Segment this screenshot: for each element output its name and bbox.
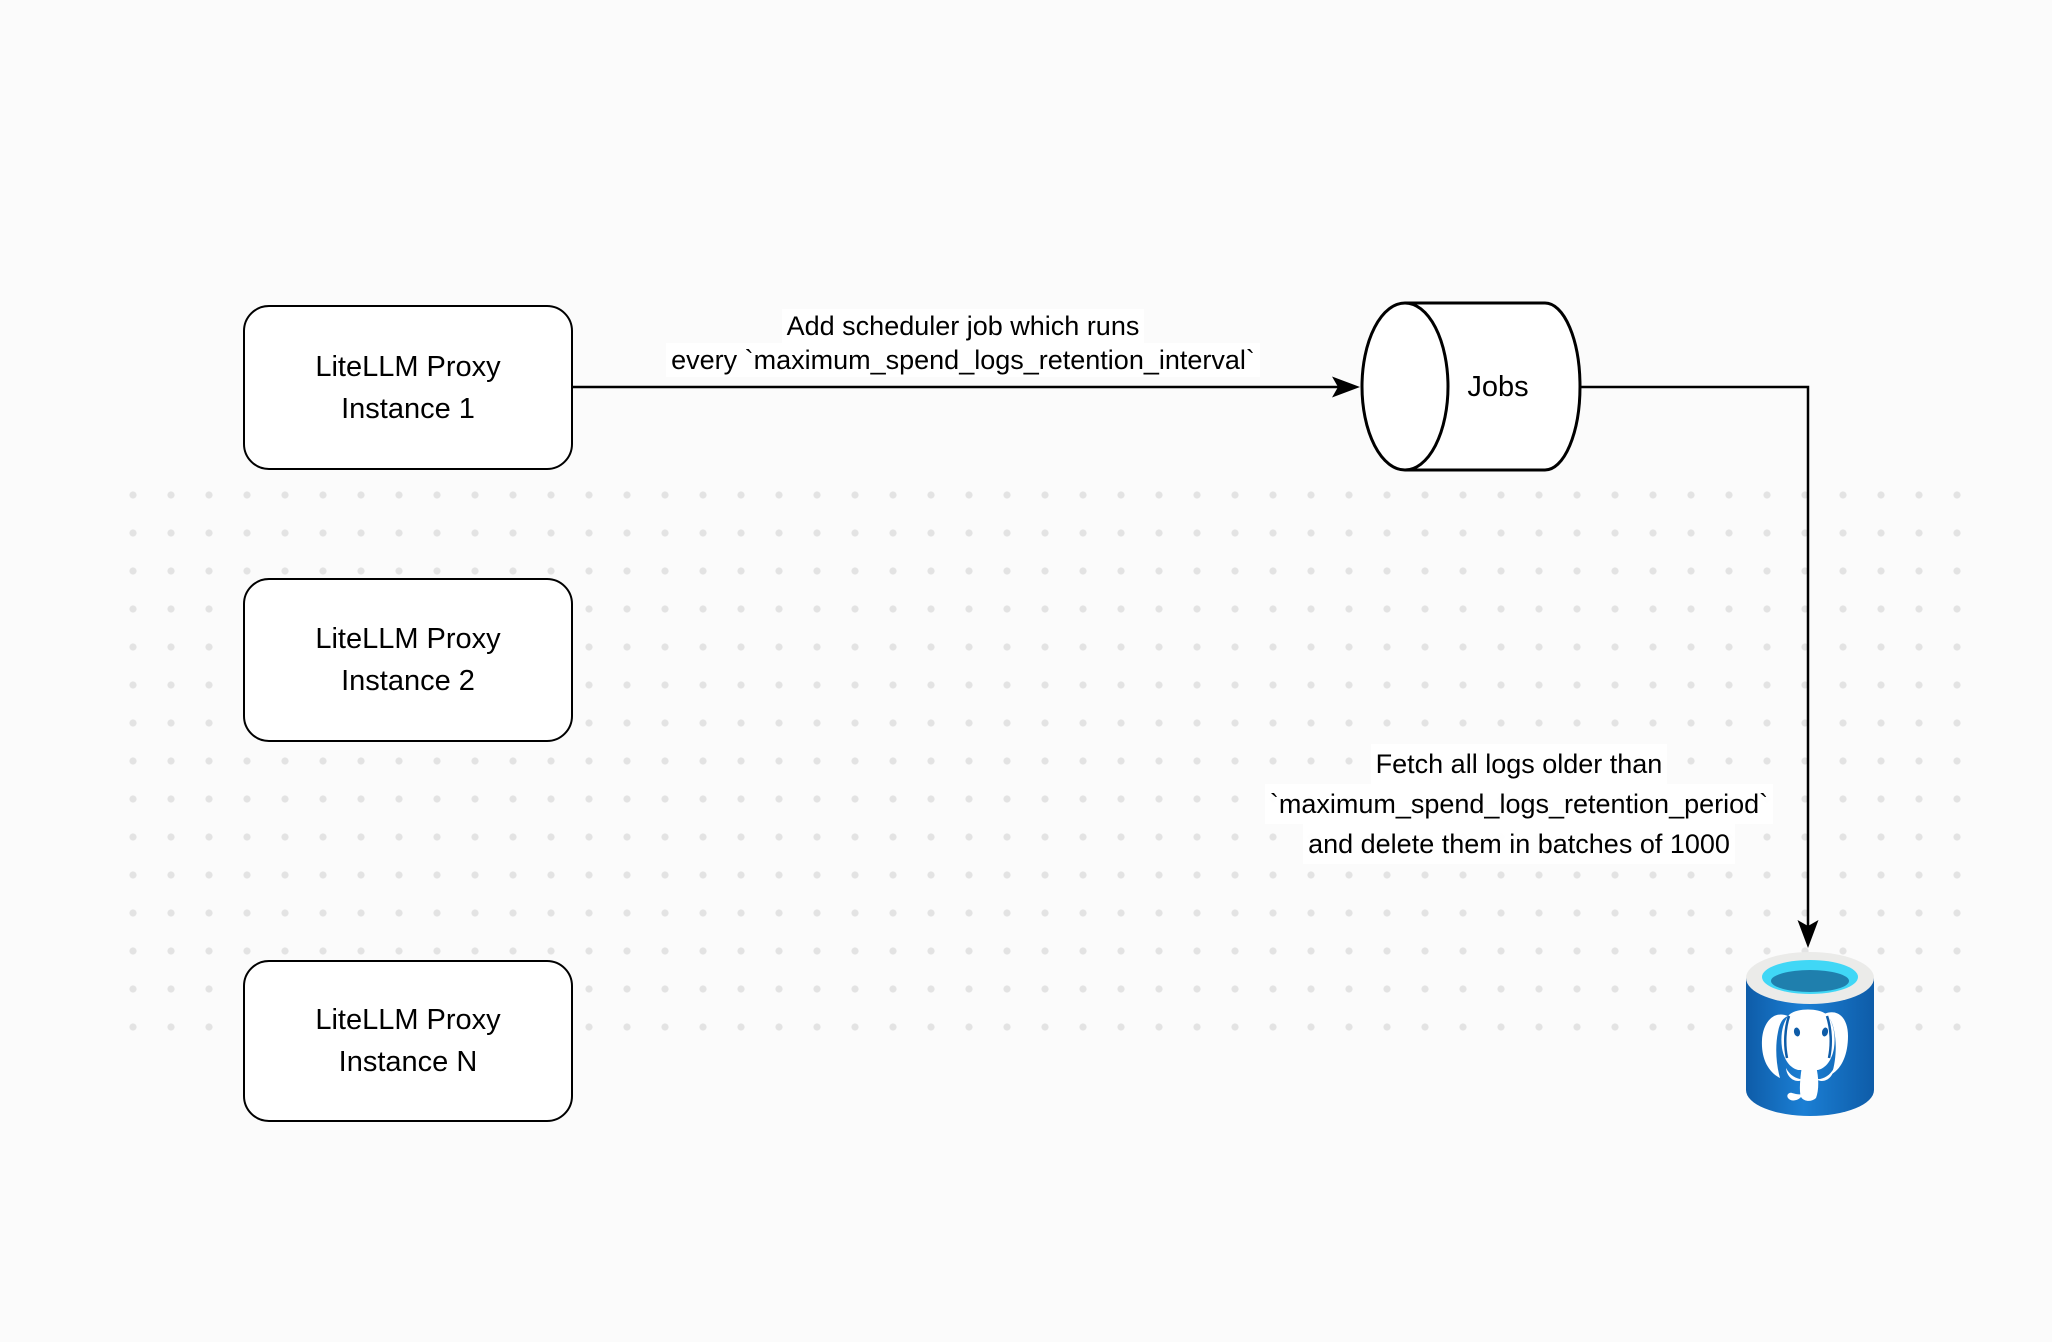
elephant-face-line-right: [1825, 1015, 1832, 1059]
node-label-line: Instance 1: [341, 392, 475, 425]
node-jobs-cylinder: [1360, 301, 1582, 472]
edge-label-fetch: Fetch all logs older than `maximum_spend…: [1185, 744, 1853, 864]
node-proxy-instance-1: LiteLLM Proxy Instance 1: [243, 305, 573, 470]
edge-label-line: Add scheduler job which runs: [781, 309, 1145, 343]
edge-label-line: every `maximum_spend_logs_retention_inte…: [666, 343, 1260, 377]
node-label-line: LiteLLM Proxy: [315, 1004, 501, 1036]
jobs-cylinder-body: [1360, 301, 1582, 472]
node-proxy-instance-2: LiteLLM Proxy Instance 2: [243, 578, 573, 742]
node-label-line: Instance N: [338, 1046, 478, 1078]
elephant-left-eye: [1793, 1027, 1801, 1037]
elephant-left-ear: [1761, 1014, 1788, 1078]
jobs-node-label: Jobs: [1467, 371, 1529, 403]
elephant-head: [1781, 1009, 1835, 1070]
node-label-line: LiteLLM Proxy: [315, 623, 501, 655]
node-label-line: Instance 2: [341, 665, 475, 697]
edge-label-line: and delete them in batches of 1000: [1303, 824, 1735, 864]
edge-label-line: Fetch all logs older than: [1370, 744, 1668, 784]
jobs-cylinder-cap: [1404, 301, 1450, 472]
node-proxy-instance-n: LiteLLM Proxy Instance N: [243, 960, 573, 1122]
elephant-left-tusk: [1786, 1068, 1804, 1081]
elephant-trunk-curl: [1787, 1092, 1802, 1101]
elephant-right-eye: [1821, 1027, 1829, 1037]
edge-scheduler-arrow: [573, 376, 1360, 398]
elephant-face-line-left: [1784, 1015, 1791, 1059]
edge-label-scheduler: Add scheduler job which runs every `maxi…: [590, 309, 1336, 377]
postgresql-database-icon: [1746, 952, 1874, 1116]
postgres-elephant-icon: [1761, 1009, 1848, 1101]
elephant-trunk: [1799, 1066, 1819, 1101]
arrowhead-down-icon: [1797, 920, 1819, 948]
edge-label-line: `maximum_spend_logs_retention_period`: [1264, 784, 1774, 824]
elephant-right-tusk: [1816, 1068, 1834, 1081]
pg-cylinder-opening-depth: [1771, 970, 1849, 992]
elephant-right-ear: [1824, 1012, 1848, 1074]
edge-fetch-line: [1578, 385, 1810, 926]
edge-fetch-arrow: [1578, 385, 1819, 948]
arrowhead-right-icon: [1332, 376, 1360, 398]
node-label-line: LiteLLM Proxy: [315, 350, 501, 383]
